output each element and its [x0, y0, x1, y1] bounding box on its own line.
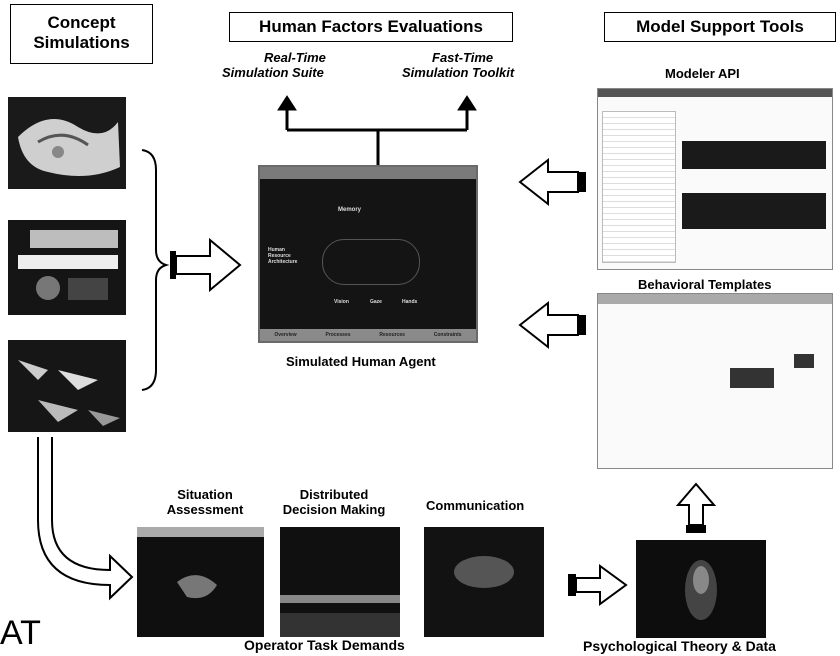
- modeler-tree-panel: [602, 111, 676, 263]
- agent-hands-label: Hands: [402, 299, 418, 305]
- sa-line2: Assessment: [166, 502, 244, 517]
- psychological-theory-thumbnail: [636, 540, 766, 638]
- concept-sim-thumbnail-1: [8, 97, 126, 189]
- ddm-image: [280, 527, 400, 637]
- rt-line2: Simulation Suite: [222, 65, 324, 80]
- agent-vision-label: Vision: [334, 299, 349, 305]
- templates-titlebar: [598, 294, 832, 304]
- rt-line1: Real-Time: [264, 50, 326, 65]
- modeler-titlebar: [598, 89, 832, 97]
- templates-node-1: [794, 354, 814, 368]
- agent-tab-0: Overview: [274, 332, 297, 338]
- ddm-line2: Decision Making: [282, 502, 386, 517]
- situation-assessment-label: Situation Assessment: [150, 487, 260, 517]
- communication-thumbnail: [424, 527, 544, 637]
- modeler-dark-panel-1: [682, 141, 826, 169]
- agent-hra-label: Human Resource Architecture: [268, 247, 297, 265]
- ddm-line1: Distributed: [299, 487, 369, 502]
- ft-line1: Fast-Time: [432, 50, 494, 65]
- situation-assessment-thumbnail: [137, 527, 264, 637]
- concept-header-line1: Concept: [47, 13, 116, 32]
- hfe-label: Human Factors Evaluations: [259, 17, 483, 36]
- ft-line2: Simulation Toolkit: [402, 65, 515, 80]
- modeler-api-screenshot: [597, 88, 833, 270]
- agent-tab-2: Resources: [379, 332, 405, 338]
- operator-task-demands-caption: Operator Task Demands: [244, 637, 405, 653]
- agent-memory-label: Memory: [338, 207, 362, 213]
- communication-label: Communication: [426, 498, 525, 513]
- concept-sim-1-image: [8, 97, 126, 189]
- concept-sim-thumbnail-2: [8, 220, 126, 315]
- sa-line1: Situation: [177, 487, 233, 502]
- behavioral-templates-screenshot: [597, 293, 833, 469]
- comm-image: [424, 527, 544, 637]
- tasks-to-theory-arrow: [568, 564, 628, 606]
- model-support-tools-header: Model Support Tools: [604, 12, 836, 42]
- concept-simulations-header: Concept Simulations: [10, 4, 153, 64]
- simulated-human-agent-screen: Memory Human Resource Architecture Visio…: [258, 165, 478, 343]
- human-factors-evaluations-header: Human Factors Evaluations: [229, 12, 513, 42]
- distributed-decision-making-thumbnail: [280, 527, 400, 637]
- sa-image: [137, 527, 264, 637]
- agent-tab-1: Processes: [325, 332, 351, 338]
- agent-gaze-label: Gaze: [370, 299, 382, 305]
- modeler-api-label: Modeler API: [665, 66, 740, 81]
- concept-sim-2-image: [8, 220, 126, 315]
- eval-right-arrowhead: [457, 95, 477, 111]
- theory-to-templates-arrow: [675, 482, 717, 533]
- concept-to-agent-arrow: [170, 237, 242, 293]
- mst-label: Model Support Tools: [636, 17, 804, 36]
- hra-line1: Human: [268, 247, 285, 253]
- hra-line3: Architecture: [268, 259, 298, 265]
- modeler-dark-panel-2: [682, 193, 826, 229]
- agent-resource-oval: [322, 239, 420, 285]
- concept-header-line2: Simulations: [33, 33, 130, 52]
- hra-line2: Resource: [268, 253, 291, 259]
- real-time-label: Real-Time Simulation Suite: [222, 50, 326, 80]
- concept-sim-thumbnail-3: [8, 340, 126, 432]
- templates-to-agent-arrow: [518, 300, 586, 350]
- agent-screen-titlebar: [260, 167, 476, 179]
- agent-bottom-tabs: Overview Processes Resources Constraints: [260, 329, 476, 341]
- concept-bracket: [141, 149, 170, 391]
- fast-time-label: Fast-Time Simulation Toolkit: [402, 50, 514, 80]
- corner-text: AT: [0, 614, 41, 652]
- behavioral-templates-label: Behavioral Templates: [638, 277, 772, 292]
- theory-image: [636, 540, 766, 638]
- modeler-to-agent-arrow: [518, 157, 586, 207]
- psychological-theory-caption: Psychological Theory & Data: [583, 638, 776, 654]
- simulated-human-agent-caption: Simulated Human Agent: [286, 354, 436, 369]
- distributed-decision-making-label: Distributed Decision Making: [270, 487, 398, 517]
- eval-left-arrowhead: [277, 95, 297, 111]
- templates-node-2: [730, 368, 774, 388]
- agent-tab-3: Constraints: [433, 332, 462, 338]
- concept-to-tasks-arrow: [37, 437, 134, 601]
- concept-sim-3-image: [8, 340, 126, 432]
